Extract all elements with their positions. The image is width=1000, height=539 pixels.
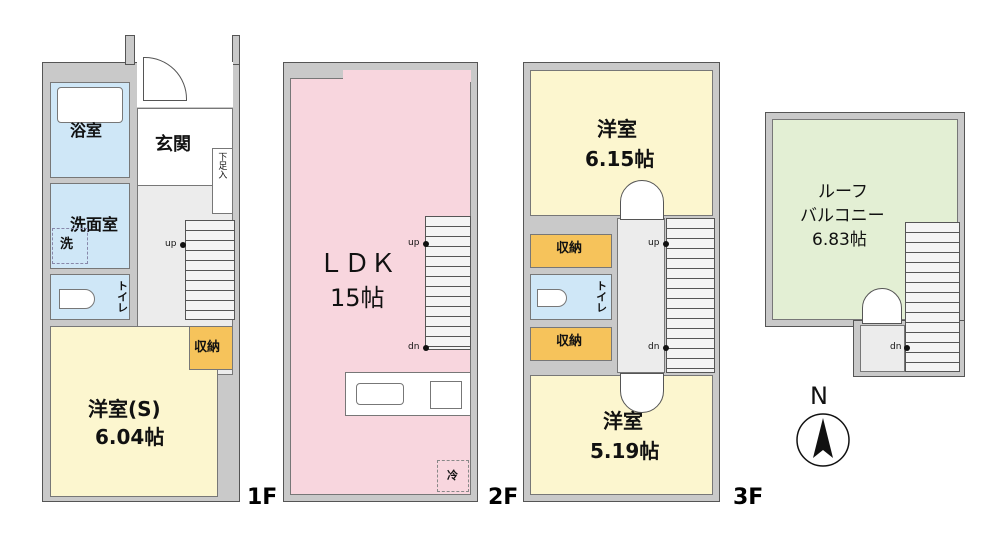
roof-name-1: ルーフ: [818, 182, 868, 202]
washroom-label: 洗面室: [70, 215, 119, 234]
landing: [860, 325, 905, 372]
stairs-3f: [666, 218, 715, 373]
hall-3f: [617, 218, 665, 373]
kitchen-counter: [345, 372, 471, 416]
toilet-label: トイレ: [115, 280, 129, 313]
bathtub: [57, 87, 123, 123]
north-label: N: [810, 382, 828, 410]
floor-label-1f: 1F: [247, 485, 278, 510]
dn-label: dn: [890, 342, 902, 352]
toilet-bowl: [537, 289, 567, 307]
room-name: 洋室(S): [88, 397, 161, 421]
stairs-roof: [905, 222, 960, 372]
fridge-space: [437, 460, 469, 492]
washroom: [50, 183, 130, 269]
dn-label: dn: [648, 342, 660, 352]
up-marker: [180, 242, 186, 248]
room2-door[interactable]: [620, 373, 664, 413]
entrance-label: 玄関: [155, 134, 191, 155]
sink: [356, 383, 404, 405]
up-label: up: [408, 238, 420, 248]
toilet-3f: [530, 274, 612, 320]
stove: [430, 381, 462, 409]
wall: [232, 35, 240, 65]
up-label: up: [648, 238, 660, 248]
bathroom-label: 浴室: [70, 121, 103, 140]
toilet-label: トイレ: [594, 280, 608, 313]
room-size: 6.04帖: [95, 425, 165, 449]
room1-door[interactable]: [620, 180, 664, 220]
washer-space: [52, 228, 88, 264]
ldk-ext: [343, 70, 471, 82]
ldk-label: ＬＤＫ: [318, 249, 397, 279]
up-label: up: [165, 239, 177, 249]
storage-3f-upper: [530, 234, 612, 268]
fridge-label: 冷: [447, 469, 458, 482]
dn-marker: [904, 345, 910, 351]
shoe-storage-label: 下足入: [216, 152, 227, 179]
wall: [125, 35, 135, 65]
ldk-size: 15帖: [330, 284, 385, 312]
storage1-label: 収納: [556, 241, 583, 256]
room1-size: 6.15帖: [585, 147, 655, 171]
up-marker: [663, 241, 669, 247]
room2-name: 洋室: [603, 409, 643, 433]
room2-size: 5.19帖: [590, 439, 660, 463]
dn-marker: [663, 345, 669, 351]
storage2-label: 収納: [556, 334, 583, 349]
toilet-1f: [50, 274, 130, 320]
compass-icon: [796, 413, 850, 467]
bathroom: [50, 82, 130, 178]
up-marker: [423, 241, 429, 247]
roof-door[interactable]: [862, 288, 902, 324]
room1-name: 洋室: [597, 117, 637, 141]
storage-1f: [189, 326, 233, 370]
dn-marker: [423, 345, 429, 351]
washer-label: 洗: [60, 237, 74, 252]
roof-size: 6.83帖: [812, 230, 867, 250]
storage-label: 収納: [194, 340, 221, 355]
toilet-bowl: [59, 289, 95, 309]
stairs-2f: [425, 216, 471, 350]
dn-label: dn: [408, 342, 420, 352]
storage-3f-lower: [530, 327, 612, 361]
floor-label-3f: 3F: [733, 485, 764, 510]
stairs-1f: [185, 220, 235, 320]
roof-name-2: バルコニー: [800, 206, 885, 226]
shoe-storage: [212, 148, 233, 214]
floor-label-2f: 2F: [488, 485, 519, 510]
